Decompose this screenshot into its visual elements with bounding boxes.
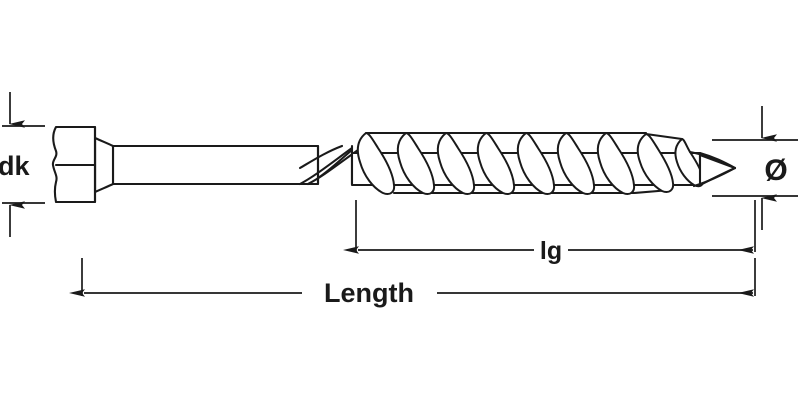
dimension-length: Length — [69, 258, 756, 308]
dk-label: dk — [0, 151, 30, 181]
screw-collar — [93, 136, 115, 194]
length-label: Length — [324, 278, 414, 308]
screw-body — [51, 125, 737, 204]
lg-label: lg — [540, 237, 562, 265]
screw-point — [688, 150, 737, 188]
dimension-dk: dk — [0, 92, 45, 237]
screw-thread — [356, 131, 705, 195]
dimension-diameter: Ø — [712, 106, 798, 230]
dimension-lg: lg — [343, 200, 756, 265]
screw-head — [51, 125, 97, 204]
screw-shank — [111, 144, 320, 186]
diameter-label: Ø — [764, 154, 787, 187]
